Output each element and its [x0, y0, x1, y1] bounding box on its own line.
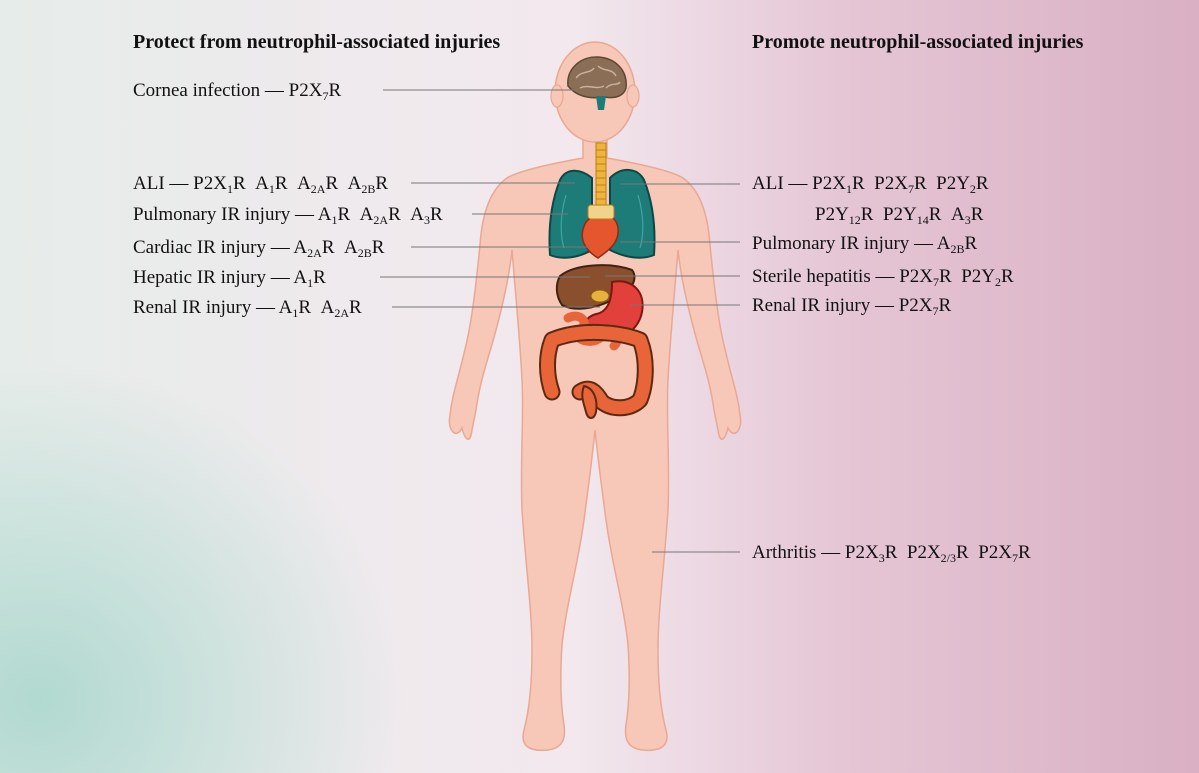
label-cornea-infection: Cornea infection — P2X7R: [133, 80, 342, 103]
condition-name: ALI: [752, 173, 784, 194]
trachea-tube: [595, 142, 607, 209]
receptor-label: P2X1R: [193, 173, 246, 196]
large-intestine: [539, 324, 654, 419]
condition-name: Renal IR injury: [133, 297, 252, 318]
receptor-label: P2Y2R: [961, 266, 1014, 289]
receptor-label: A2AR: [359, 204, 401, 227]
left-ear: [550, 84, 564, 108]
receptor-label: A2BR: [936, 233, 978, 256]
receptor-label: A3R: [950, 204, 984, 227]
label-left-ali: ALI — P2X1R A1R A2AR A2BR: [133, 173, 389, 196]
condition-name: Pulmonary IR injury: [133, 204, 291, 225]
right-ear: [626, 84, 640, 108]
label-cardiac-ir-injury: Cardiac IR injury — A2AR A2BR: [133, 237, 385, 260]
label-arthritis: Arthritis — P2X3R P2X2/3R P2X7R: [752, 542, 1031, 565]
left-lung: [548, 169, 593, 259]
label-right-pulmonary-ir-injury: Pulmonary IR injury — A2BR: [752, 233, 978, 256]
receptor-label: A2BR: [347, 173, 389, 196]
receptor-label: A2AR: [320, 297, 362, 320]
receptor-label: A2BR: [344, 237, 385, 260]
condition-name: Pulmonary IR injury: [752, 233, 910, 254]
receptor-label: P2X7R: [978, 542, 1031, 565]
rectum: [581, 384, 598, 419]
gallbladder: [590, 289, 610, 303]
receptor-label: P2Y12R: [815, 204, 874, 227]
lung-highlights: [560, 194, 644, 249]
condition-name: Renal IR injury: [752, 295, 871, 316]
trachea-rings: [596, 149, 606, 200]
receptor-label: P2X7R: [288, 80, 342, 103]
brain: [567, 56, 627, 110]
receptor-label: P2X7R: [898, 295, 952, 318]
condition-name: Sterile hepatitis: [752, 266, 871, 287]
lungs: [548, 169, 656, 259]
receptor-label: P2Y14R: [882, 204, 942, 227]
label-right-ali: ALI — P2X1R P2X7R P2Y2R: [752, 173, 989, 196]
heading-protect: Protect from neutrophil-associated injur…: [133, 31, 501, 53]
label-left-pulmonary-ir-injury: Pulmonary IR injury — A1R A2AR A3R: [133, 204, 443, 227]
label-right-ali-continued: P2Y12R P2Y14R A3R: [815, 204, 983, 226]
receptor-label: P2X7R: [899, 266, 952, 289]
connector-lines: [380, 89, 740, 553]
body-outline: [448, 127, 742, 752]
receptor-label: A1R: [293, 267, 326, 290]
receptor-label: A2AR: [293, 237, 335, 260]
receptor-label: A1R: [278, 297, 312, 320]
label-sterile-hepatitis: Sterile hepatitis — P2X7R P2Y2R: [752, 266, 1014, 289]
receptor-label: A2AR: [297, 173, 339, 196]
diaphragm-band: [587, 204, 615, 220]
trachea: [595, 142, 607, 209]
receptor-label: A1R: [255, 173, 288, 196]
receptor-label: P2X3R: [844, 542, 898, 565]
condition-name: Cornea infection: [133, 80, 261, 101]
label-right-renal-ir-injury: Renal IR injury — P2X7R: [752, 295, 952, 318]
right-lung: [609, 169, 656, 259]
colon: [541, 326, 652, 415]
heading-promote: Promote neutrophil-associated injuries: [752, 31, 1084, 53]
brain-folds: [575, 65, 621, 89]
receptor-label: P2Y2R: [936, 173, 989, 196]
condition-name: Cardiac IR injury: [133, 237, 266, 258]
brainstem: [596, 96, 606, 110]
condition-name: Hepatic IR injury: [133, 267, 266, 288]
receptor-label: P2X7R: [874, 173, 927, 196]
receptor-label: A1R: [317, 204, 351, 227]
receptor-label: P2X2/3R: [906, 542, 969, 565]
condition-name: Arthritis: [752, 542, 817, 563]
receptor-label: P2X1R: [812, 173, 865, 196]
label-left-renal-ir-injury: Renal IR injury — A1R A2AR: [133, 297, 362, 320]
label-hepatic-ir-injury: Hepatic IR injury — A1R: [133, 267, 326, 290]
condition-name: ALI: [133, 173, 165, 194]
receptor-label: A3R: [410, 204, 443, 227]
